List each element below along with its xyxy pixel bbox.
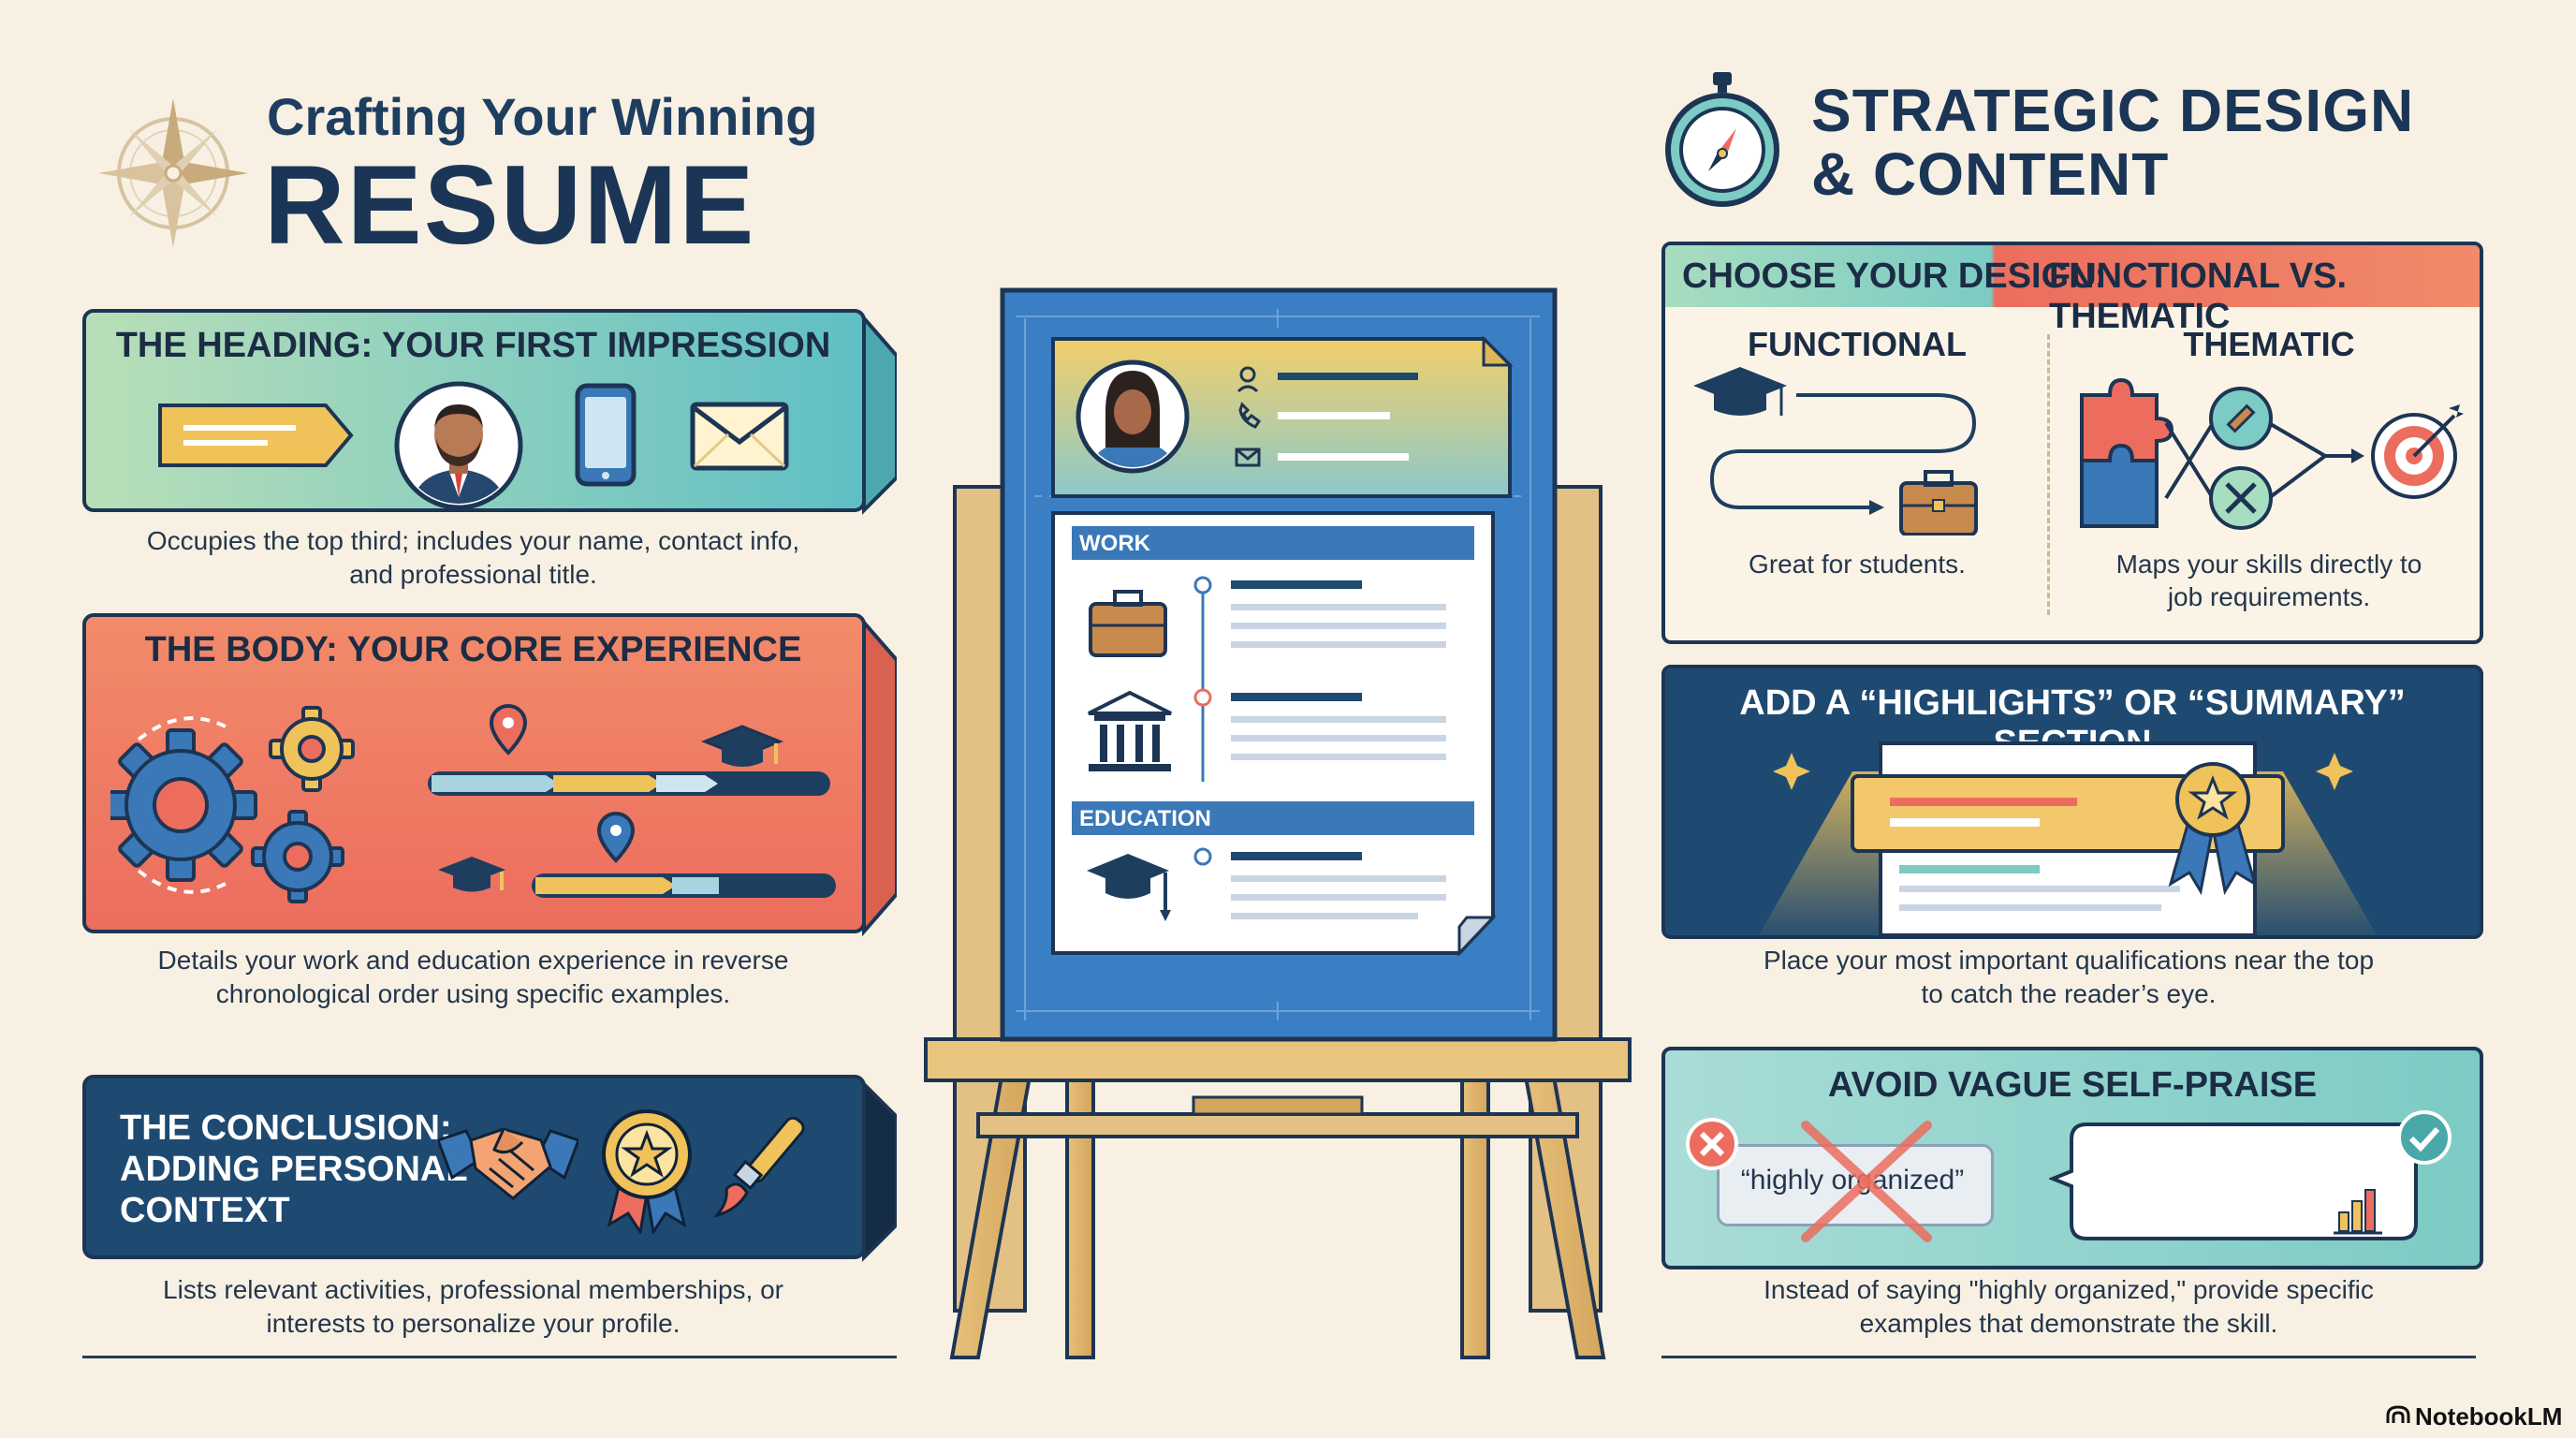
- heading-caption-line1: Occupies the top third; includes your na…: [146, 526, 800, 555]
- self-praise-caption-line1: Instead of saying "highly organized," pr…: [1764, 1275, 2374, 1304]
- body-caption-line2: chronological order using specific examp…: [215, 979, 731, 1008]
- right-title-line1: STRATEGIC DESIGN: [1811, 77, 2415, 144]
- self-praise-caption-line2: examples that demonstrate the skill.: [1859, 1309, 2278, 1338]
- thematic-label: THEMATIC: [2183, 325, 2355, 363]
- resume-education-label: EDUCATION: [1079, 806, 1211, 831]
- conclusion-card: THE CONCLUSION: ADDING PERSONAL CONTEXT: [82, 1075, 897, 1262]
- highlights-card: ADD A “HIGHLIGHTS” OR “SUMMARY” SECTION: [1661, 665, 2483, 939]
- vague-speech-bubble: [1717, 1144, 1994, 1226]
- heading-card: THE HEADING: YOUR FIRST IMPRESSION: [82, 309, 897, 515]
- right-divider: [1661, 1356, 2476, 1358]
- work-timeline: [424, 702, 836, 810]
- body-caption-line1: Details your work and education experien…: [157, 946, 789, 975]
- conclusion-title-line1: THE CONCLUSION:: [120, 1108, 452, 1148]
- thematic-caption-line2: job requirements.: [2167, 582, 2371, 611]
- envelope-icon: [689, 401, 792, 477]
- handshake-icon: [436, 1112, 580, 1220]
- notebooklm-watermark: NotebookLM: [2415, 1402, 2563, 1431]
- conclusion-caption-line2: interests to personalize your profile.: [266, 1309, 681, 1338]
- gears-icon: [104, 683, 401, 932]
- resume-work-label: WORK: [1079, 531, 1150, 556]
- specific-example-bubble: [2047, 1121, 2423, 1256]
- cross-out-mark: [1796, 1116, 1937, 1252]
- functional-path-icon: [1693, 367, 2030, 540]
- name-tag-icon: [157, 403, 354, 473]
- conclusion-title-line2: ADDING PERSONAL: [120, 1150, 468, 1189]
- x-mark-icon: [1684, 1116, 1740, 1177]
- left-title-line2: RESUME: [264, 142, 756, 268]
- thematic-skills-map-icon: [2072, 367, 2466, 540]
- easel-with-resume: WORK EDUCATION: [922, 281, 1633, 1367]
- highlights-caption-line1: Place your most important qualifications…: [1763, 946, 2375, 975]
- thematic-caption-line1: Maps your skills directly to: [2115, 550, 2422, 579]
- right-title-line2: & CONTENT: [1811, 140, 2170, 208]
- highlights-caption-line2: to catch the reader’s eye.: [1921, 979, 2217, 1008]
- design-divider: [2047, 334, 2050, 615]
- education-timeline: [438, 808, 841, 916]
- conclusion-caption-line1: Lists relevant activities, professional …: [163, 1275, 783, 1304]
- paintbrush-icon: [710, 1112, 822, 1229]
- compass-rose-icon: [94, 94, 253, 253]
- conclusion-title-line3: CONTEXT: [120, 1191, 290, 1230]
- body-card-title: THE BODY: YOUR CORE EXPERIENCE: [144, 630, 802, 669]
- check-mark-icon: [2395, 1108, 2453, 1171]
- award-badge-icon: [595, 1103, 698, 1239]
- self-praise-title: AVOID VAGUE SELF-PRAISE: [1827, 1065, 2318, 1105]
- left-divider: [82, 1356, 897, 1358]
- left-title-line1: Crafting Your Winning: [267, 87, 818, 146]
- design-card-header: [1665, 245, 2480, 307]
- heading-caption-line2: and professional title.: [349, 560, 597, 589]
- stopwatch-compass-icon: [1661, 70, 1783, 215]
- heading-card-title: THE HEADING: YOUR FIRST IMPRESSION: [115, 326, 831, 365]
- functional-caption: Great for students.: [1749, 550, 1966, 579]
- functional-label: FUNCTIONAL: [1748, 325, 1967, 363]
- notebooklm-logo-icon: [2385, 1404, 2411, 1430]
- design-title-left: CHOOSE YOUR DESIGN:: [1682, 257, 2116, 296]
- body-card: THE BODY: YOUR CORE EXPERIENCE: [82, 613, 897, 936]
- design-card: CHOOSE YOUR DESIGN: FUNCTIONAL VS. THEMA…: [1661, 242, 2483, 644]
- design-title-right: FUNCTIONAL VS. THEMATIC: [2049, 257, 2348, 336]
- professional-avatar: [393, 380, 524, 516]
- smartphone-icon: [574, 382, 639, 494]
- self-praise-card: AVOID VAGUE SELF-PRAISE “highly organize…: [1661, 1047, 2483, 1269]
